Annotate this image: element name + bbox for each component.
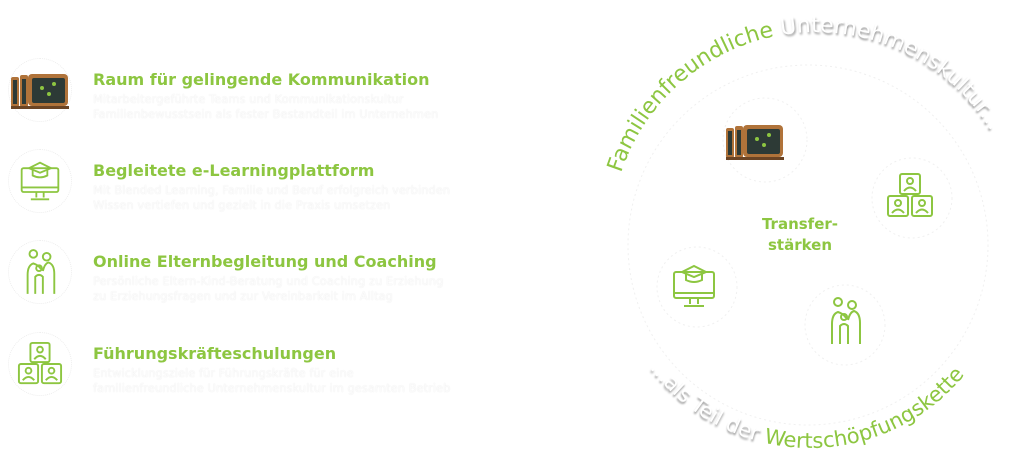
feature-item-elearning: Begleitete e-Learningplattform Mit Blend…	[0, 149, 500, 241]
chalkboard-icon	[726, 125, 784, 160]
elearning-monitor-icon	[673, 265, 715, 307]
family-icon	[831, 297, 861, 345]
feature-description: Mit Blended Learning, Familie und Beruf …	[93, 183, 451, 212]
feature-title: Online Elternbegleitung und Coaching	[93, 252, 437, 271]
feature-item-leadership: Führungskräfteschulungen Entwicklungszie…	[0, 332, 500, 424]
chalkboard-icon	[8, 58, 72, 122]
puzzle-team-icon	[887, 173, 933, 217]
feature-item-parent-coaching: Online Elternbegleitung und Coaching Per…	[0, 240, 500, 332]
feature-title: Führungskräfteschulungen	[93, 344, 337, 363]
feature-description: Entwicklungsziele für Führungskräfte für…	[93, 366, 451, 395]
arc-title-bottom: ...als Teil der Wertschöpfungskette	[646, 356, 969, 453]
elearning-monitor-icon	[8, 149, 72, 213]
feature-title: Begleitete e-Learningplattform	[93, 161, 375, 180]
outer-circle	[627, 64, 989, 426]
family-icon	[8, 240, 72, 304]
feature-description: Persönliche Eltern-Kind-Beratung und Coa…	[93, 274, 444, 303]
feature-item-communication: Raum für gelingende Kommunikation Mitarb…	[0, 58, 500, 150]
feature-description: Mitarbeitergeführte Teams und Kommunikat…	[93, 92, 439, 121]
feature-title: Raum für gelingende Kommunikation	[93, 70, 430, 89]
center-label: Transfer-stärken	[761, 215, 839, 254]
puzzle-team-icon	[8, 332, 72, 396]
